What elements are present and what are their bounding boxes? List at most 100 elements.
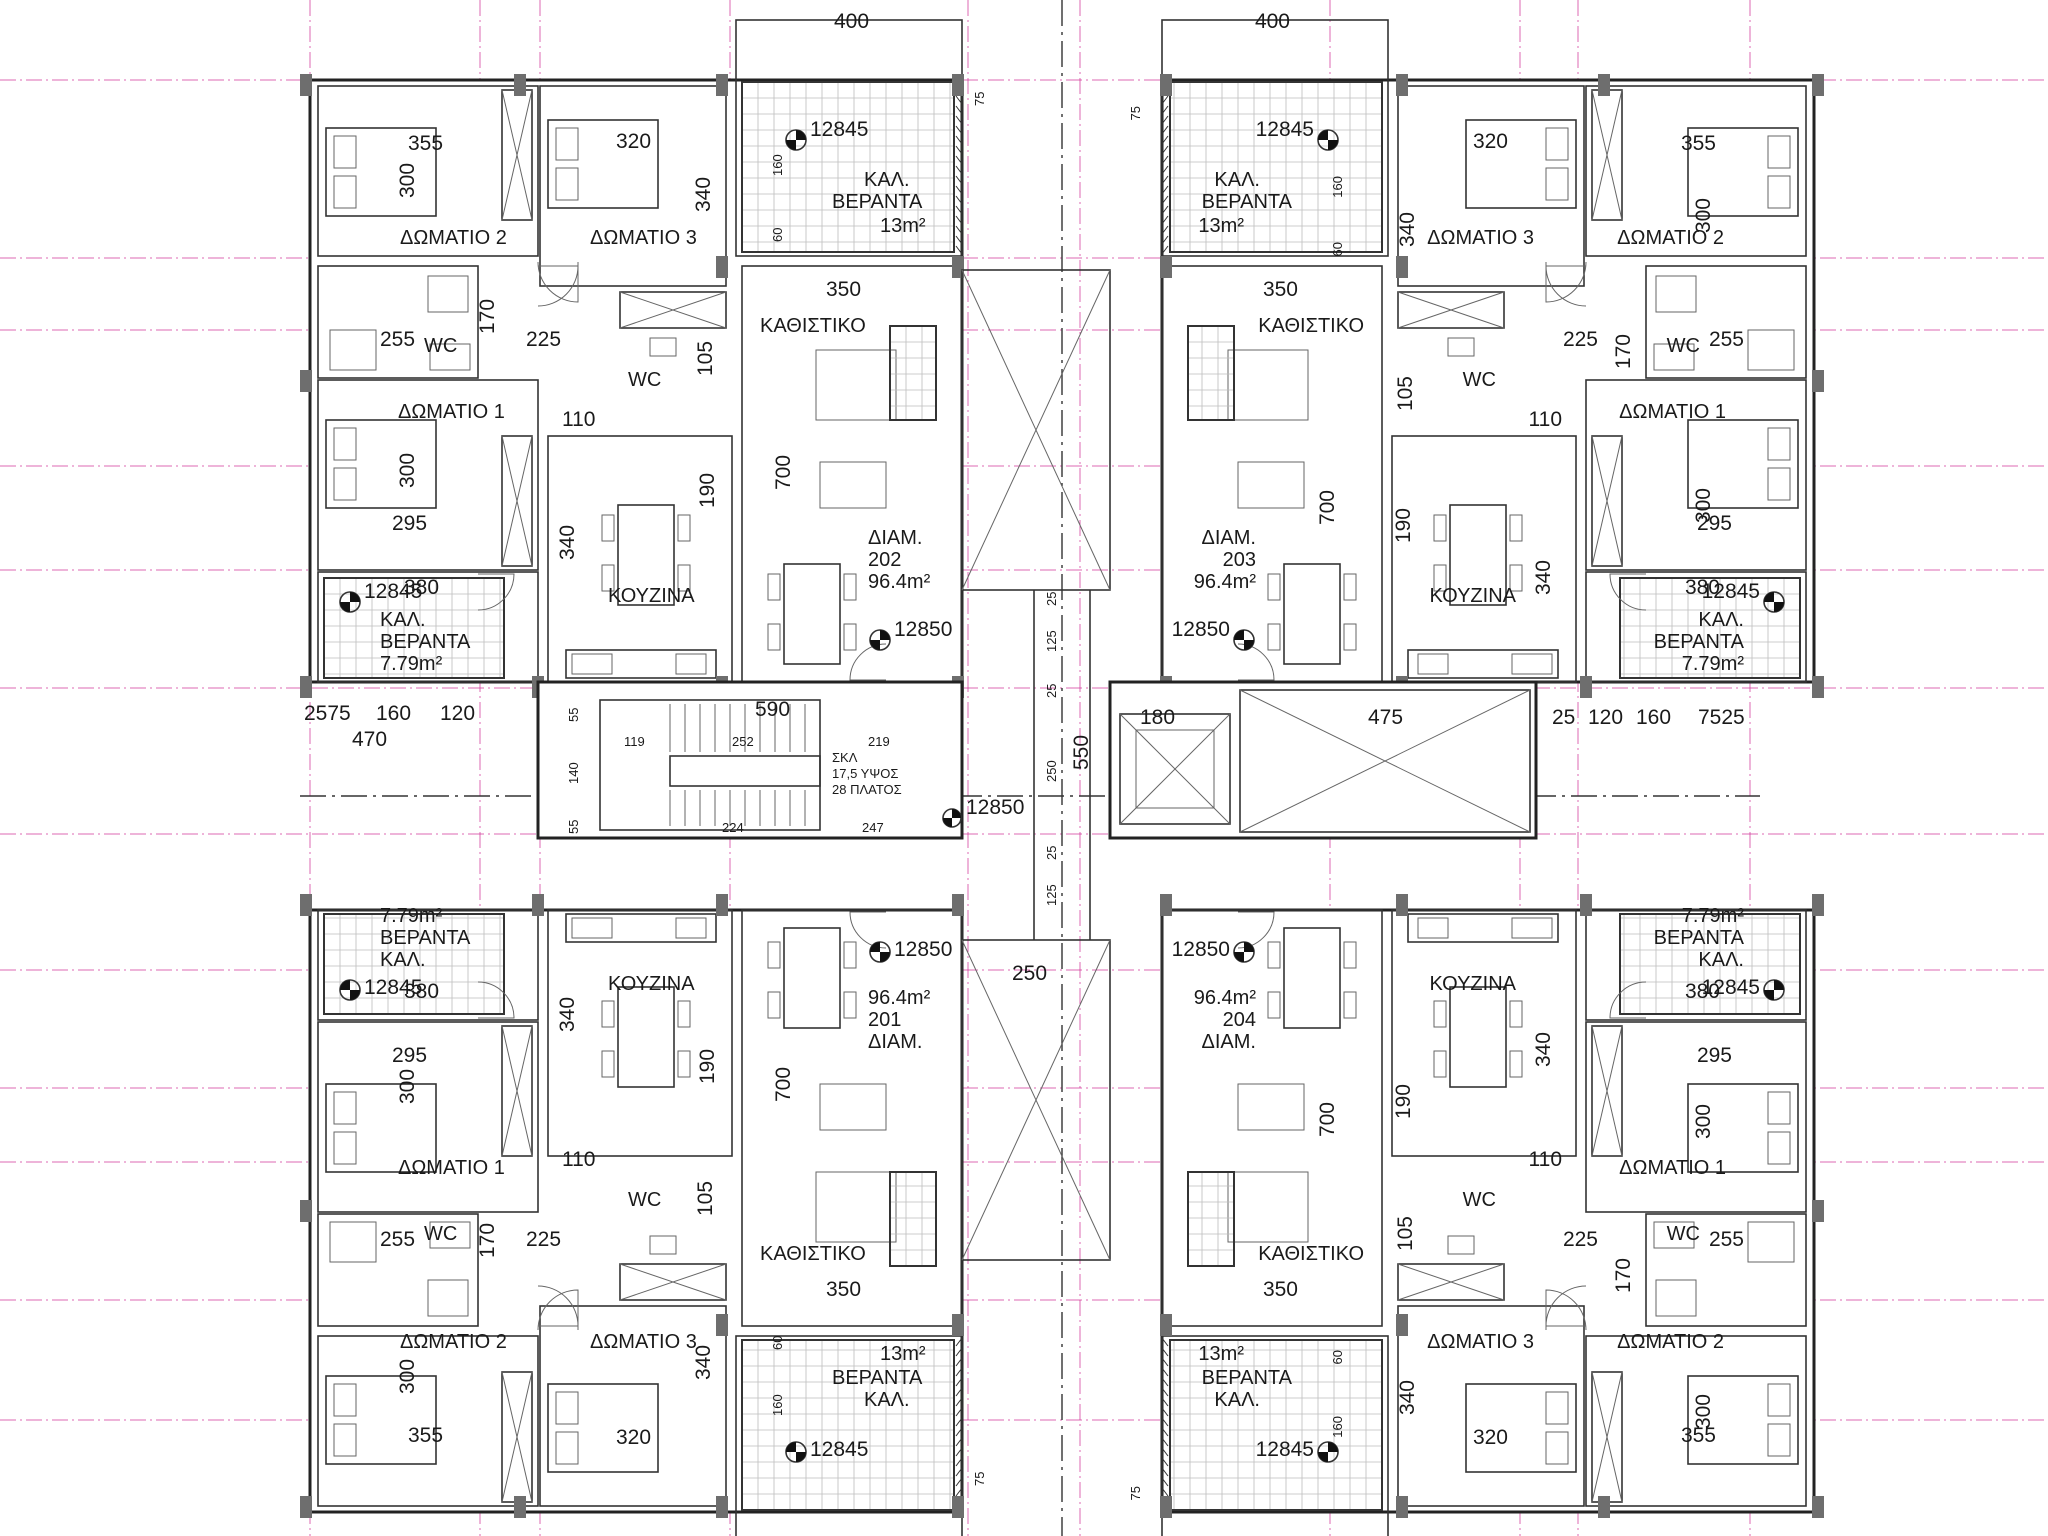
dim-255: 255 (1709, 1228, 1744, 1251)
veranda-big-area: 13m² (880, 1343, 926, 1365)
dim-25-right: 25 (1552, 706, 1575, 729)
floor-tiles (889, 325, 937, 421)
veranda-small-1: ΚΑΛ. (1698, 609, 1744, 631)
core-level-markers: 12850 (942, 796, 1024, 828)
room-wc-kitchen: WC (628, 369, 661, 391)
dim-350: 350 (826, 1278, 861, 1301)
stair-label-3: 28 ΠΛΑΤΟΣ (832, 782, 902, 797)
dim-170: 170 (1612, 1258, 1635, 1293)
dim-300-a: 300 (396, 163, 419, 198)
dim-320: 320 (1473, 130, 1508, 153)
dim-295: 295 (392, 1044, 427, 1067)
dim-300-a: 300 (1692, 1394, 1715, 1429)
dim-700: 700 (772, 1067, 795, 1102)
room-living: ΚΑΘΙΣΤΙΚΟ (1258, 315, 1364, 337)
dim-340-b: 340 (1532, 560, 1555, 595)
dim-25-a: 25 (1044, 592, 1059, 606)
level-veranda-small-text: 12845 (1702, 580, 1760, 603)
room-wc: WC (424, 335, 457, 357)
room-bed2: ΔΩΜΑΤΙΟ 2 (400, 227, 507, 249)
veranda-small-1: ΚΑΛ. (380, 609, 426, 631)
level-veranda-small-text: 12845 (364, 580, 422, 603)
room-kitchen: ΚΟΥΖΙΝΑ (608, 973, 695, 995)
dim-252: 252 (732, 734, 754, 749)
dim-180: 180 (1140, 706, 1175, 729)
level-veranda-big: 12845 (785, 1438, 868, 1463)
dim-340-b: 340 (1532, 1032, 1555, 1067)
dim-350: 350 (1263, 1278, 1298, 1301)
dim-340-a: 340 (1396, 212, 1419, 247)
dim-125-bottom: 125 (1044, 884, 1059, 906)
dim-120-left: 120 (440, 702, 475, 725)
veranda-small-area: 7.79m² (1682, 653, 1745, 675)
dim-2575: 2575 (304, 702, 351, 725)
level-veranda-big-text: 12845 (810, 1438, 868, 1461)
dim-140: 140 (566, 762, 581, 784)
floor-tiles (741, 1339, 955, 1511)
dim-105: 105 (1394, 1216, 1417, 1251)
veranda-big-2: ΒΕΡΑΝΤΑ (832, 191, 923, 213)
dim-380: 380 (1685, 980, 1720, 1003)
dim-300-a: 300 (1692, 198, 1715, 233)
level-veranda-big: 12845 (1256, 118, 1339, 151)
dim-470: 470 (352, 728, 387, 751)
dim-60: 60 (1330, 1350, 1345, 1364)
dim-340-b: 340 (556, 525, 579, 560)
veranda-small-2: ΒΕΡΑΝΤΑ (1654, 927, 1745, 949)
stair: ΣΚΛ 17,5 ΥΨΟΣ 28 ΠΛΑΤΟΣ (599, 699, 902, 831)
dim-55-a: 55 (566, 708, 581, 722)
dim-295: 295 (1697, 512, 1732, 535)
room-kitchen: ΚΟΥΖΙΝΑ (1429, 585, 1516, 607)
dim-340-a: 340 (692, 1345, 715, 1380)
dim-380: 380 (404, 980, 439, 1003)
level-unit-text: 12850 (1172, 618, 1230, 641)
dim-340-a: 340 (1396, 1380, 1419, 1415)
dim-170: 170 (476, 1223, 499, 1258)
level-veranda-small-text: 12845 (364, 976, 422, 999)
dim-340-b: 340 (556, 997, 579, 1032)
room-bed2: ΔΩΜΑΤΙΟ 2 (400, 1331, 507, 1353)
dim-160-right: 160 (1636, 706, 1671, 729)
dim-110: 110 (1529, 408, 1562, 431)
veranda-big-2: ΒΕΡΑΝΤΑ (1202, 191, 1293, 213)
dim-380: 380 (404, 576, 439, 599)
veranda-big-1: ΚΑΛ. (1214, 169, 1260, 191)
unit-area: 96.4m² (868, 987, 931, 1009)
level-veranda-big: 12845 (785, 118, 868, 151)
unit-number: 204 (1223, 1009, 1256, 1031)
dim-250-lower: 250 (1012, 962, 1047, 985)
level-unit: 12850 (1172, 938, 1255, 963)
dim-110: 110 (562, 1148, 595, 1171)
dim-55-b: 55 (566, 820, 581, 834)
unit-label: ΔΙΑΜ. (868, 1031, 922, 1053)
veranda-small-2: ΒΕΡΑΝΤΑ (1654, 631, 1745, 653)
core-level-12850: 12850 (966, 796, 1024, 819)
dim-700: 700 (772, 455, 795, 490)
veranda-small-2: ΒΕΡΑΝΤΑ (380, 927, 471, 949)
level-veranda-small: 12845 (339, 976, 422, 1001)
stair-label-2: 17,5 ΥΨΟΣ (832, 766, 898, 781)
veranda-small-area: 7.79m² (380, 653, 443, 675)
dim-300-b: 300 (396, 453, 419, 488)
room-bed3: ΔΩΜΑΤΙΟ 3 (590, 227, 697, 249)
stair-label-1: ΣΚΛ (832, 750, 858, 765)
dim-160: 160 (770, 154, 785, 176)
dim-355: 355 (408, 1424, 443, 1447)
veranda-small-1: ΚΑΛ. (380, 949, 426, 971)
dim-700: 700 (1316, 1102, 1339, 1137)
veranda-big-2: ΒΕΡΑΝΤΑ (832, 1367, 923, 1389)
dim-25-c: 25 (1044, 846, 1059, 860)
floor-tiles (1187, 325, 1235, 421)
dim-255: 255 (380, 1228, 415, 1251)
level-veranda-small: 12845 (339, 580, 422, 613)
veranda-small-1: ΚΑΛ. (1698, 949, 1744, 971)
room-bed1: ΔΩΜΑΤΙΟ 1 (1619, 1157, 1726, 1179)
veranda-small-area: 7.79m² (1682, 905, 1745, 927)
unit-label: ΔΙΑΜ. (1202, 527, 1256, 549)
dim-75: 75 (1128, 106, 1143, 120)
veranda-small-area: 7.79m² (380, 905, 443, 927)
unit-area: 96.4m² (1194, 987, 1257, 1009)
unit-area: 96.4m² (868, 571, 931, 593)
